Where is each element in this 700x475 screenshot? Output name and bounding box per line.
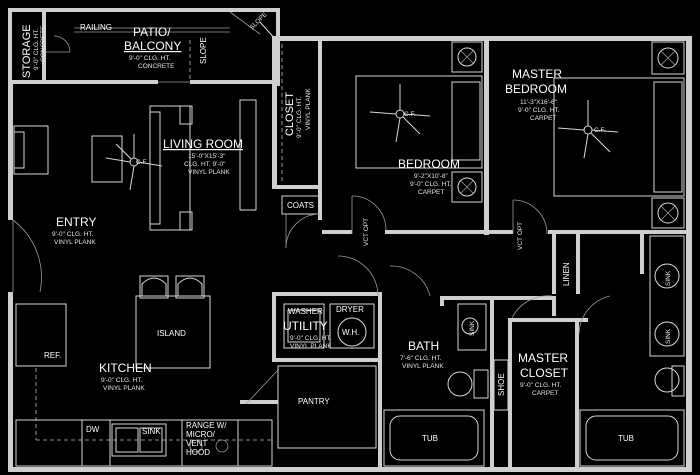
ceiling-fan-icon	[105, 134, 163, 191]
svg-text:VENT: VENT	[186, 439, 207, 448]
ref-label: REF.	[44, 351, 61, 360]
washer-label: WASHER	[288, 307, 323, 316]
linen-label: LINEN	[562, 262, 571, 286]
svg-text:9'-0" CLG. HT.: 9'-0" CLG. HT.	[129, 55, 171, 62]
bedroom-label: BEDROOM	[398, 157, 460, 171]
svg-text:9'-0" CLG. HT.: 9'-0" CLG. HT.	[290, 335, 332, 342]
svg-text:9'-0" CLG. HT.: 9'-0" CLG. HT.	[518, 107, 560, 114]
storage-label: STORAGE	[21, 24, 33, 78]
svg-text:9'-0" CLG. HT.: 9'-0" CLG. HT.	[52, 231, 94, 238]
coats-label: COATS	[287, 201, 314, 210]
svg-text:CONCRETE: CONCRETE	[40, 25, 47, 62]
walls	[8, 8, 692, 472]
svg-text:CLOSET: CLOSET	[520, 366, 569, 380]
svg-text:9'-0" CLG. HT.: 9'-0" CLG. HT.	[520, 382, 562, 389]
bath-label: BATH	[408, 339, 439, 353]
master-sink-label-1: SINK	[665, 270, 672, 286]
svg-text:VINYL PLANK: VINYL PLANK	[305, 88, 312, 130]
ceiling-fan-icon	[369, 84, 431, 143]
pantry-label: PANTRY	[298, 397, 330, 406]
kitchen-details	[12, 219, 377, 467]
kitchen-sink-label: SINK	[142, 427, 161, 436]
master-bedroom-label: MASTER	[512, 67, 562, 81]
master-bath-vanity	[649, 235, 685, 397]
dw-label: DW	[86, 425, 100, 434]
svg-text:CONCRETE: CONCRETE	[138, 63, 175, 70]
svg-text:MICRO/: MICRO/	[186, 430, 216, 439]
bath-details	[383, 265, 685, 467]
svg-text:9'-2"X10'-8": 9'-2"X10'-8"	[414, 173, 449, 180]
kitchen-label: KITCHEN	[99, 361, 152, 375]
svg-text:9'-0" CLG. HT.: 9'-0" CLG. HT.	[296, 96, 303, 138]
closet-details	[281, 44, 321, 249]
range-label: RANGE W/	[186, 421, 227, 430]
svg-text:15'-0"X15'-3": 15'-0"X15'-3"	[188, 153, 226, 160]
svg-text:VINYL PLANK: VINYL PLANK	[103, 385, 145, 392]
master-closet-label: MASTER	[518, 351, 568, 365]
railing-label: RAILING	[80, 23, 112, 32]
wh-label: W.H.	[342, 328, 359, 337]
svg-text:VINYL PLANK: VINYL PLANK	[290, 343, 332, 350]
vct-label-1: VCT OPT	[363, 218, 370, 246]
balcony-details	[46, 11, 277, 83]
master-tub-label: TUB	[618, 434, 634, 443]
svg-text:9'-0" CLG. HT.: 9'-0" CLG. HT.	[101, 377, 143, 384]
entry-label: ENTRY	[56, 215, 96, 229]
master-bedroom-furniture	[512, 41, 685, 235]
svg-text:CARPET: CARPET	[530, 115, 556, 122]
dryer-label: DRYER	[336, 305, 364, 314]
svg-text:11'-3"X16'-6": 11'-3"X16'-6"	[520, 99, 558, 106]
master-sink-label-2: SINK	[665, 328, 672, 344]
balcony-label: BALCONY	[124, 39, 181, 53]
cf-label-master: C.F.	[594, 127, 606, 134]
vct-label-2: VCT OPT	[517, 222, 524, 250]
cf-label-bedroom: C.F.	[404, 111, 416, 118]
bedroom-furniture	[351, 41, 483, 234]
svg-text:HOOD: HOOD	[186, 448, 210, 457]
tub-label: TUB	[422, 434, 438, 443]
bath-sink-label: SINK	[469, 320, 476, 336]
shoe-label: SHOE	[497, 373, 506, 396]
slope-label: SLOPE	[199, 37, 208, 64]
svg-text:CLG. HT. 9'-0": CLG. HT. 9'-0"	[184, 161, 226, 168]
island-label: ISLAND	[157, 329, 186, 338]
svg-text:VINYL PLANK: VINYL PLANK	[402, 363, 444, 370]
svg-text:9'-0" CLG. HT.: 9'-0" CLG. HT.	[33, 28, 40, 70]
svg-text:CARPET: CARPET	[532, 390, 558, 397]
utility-label: UTILITY	[283, 319, 328, 333]
svg-text:BEDROOM: BEDROOM	[505, 82, 567, 96]
svg-text:VINYL PLANK: VINYL PLANK	[54, 239, 96, 246]
room-labels: STORAGE 9'-0" CLG. HT. CONCRETE RAILING …	[21, 11, 672, 457]
living-room-label: LIVING ROOM	[163, 137, 243, 151]
closet-label: CLOSET	[284, 92, 296, 136]
svg-text:7'-6" CLG. HT.: 7'-6" CLG. HT.	[400, 355, 442, 362]
living-furniture	[13, 99, 257, 231]
cf-label-living: C.F.	[136, 159, 148, 166]
ceiling-fan-icon	[557, 100, 619, 159]
svg-text:9'-0" CLG. HT.: 9'-0" CLG. HT.	[410, 181, 452, 188]
svg-text:CARPET: CARPET	[418, 189, 444, 196]
patio-label: PATIO/	[133, 25, 171, 39]
svg-text:VINYL PLANK: VINYL PLANK	[188, 169, 230, 176]
utility-details	[283, 255, 379, 349]
